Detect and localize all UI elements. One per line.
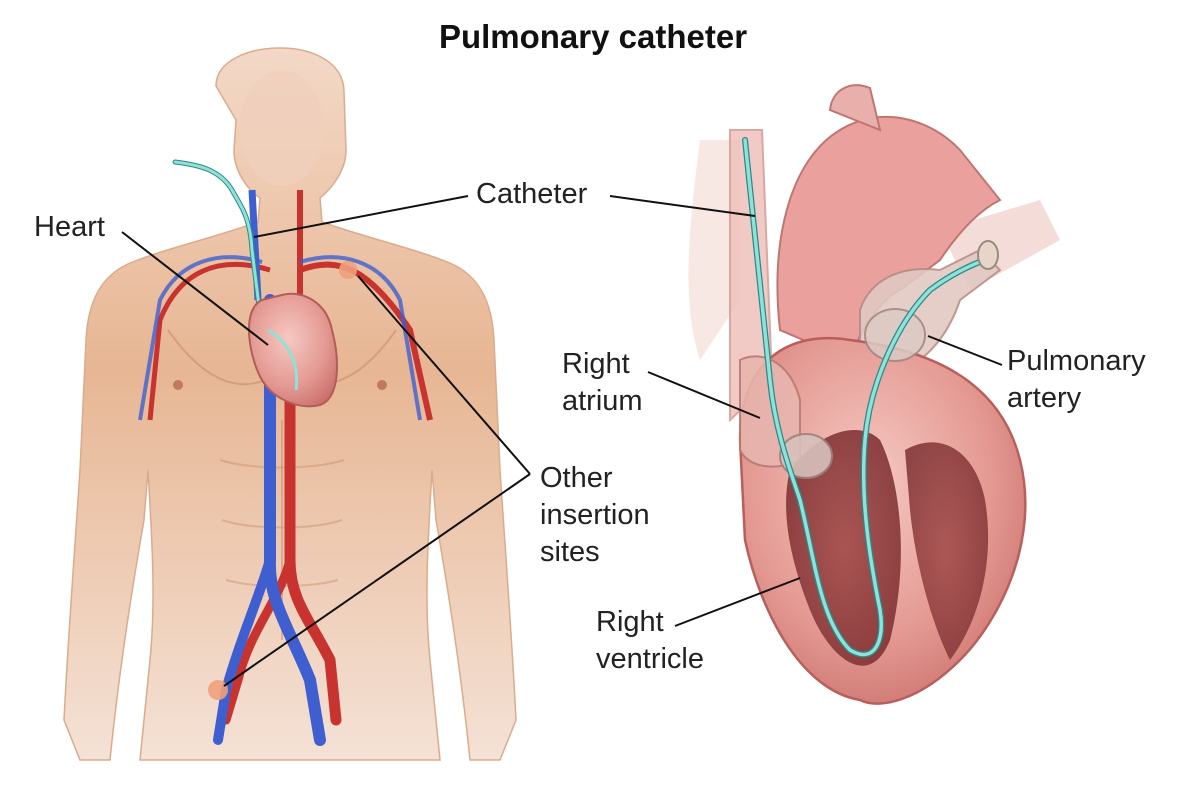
label-pulmonary-artery-line2: artery — [1007, 382, 1082, 414]
right-ventricle — [786, 430, 901, 666]
label-other-sites-line3: sites — [540, 536, 600, 568]
leader-pulmonary-artery — [927, 335, 1003, 366]
leader-right-ventricle — [674, 577, 801, 627]
leader-catheter-left — [253, 195, 469, 238]
leader-lines — [121, 195, 1003, 687]
label-right-atrium-line1: Right — [562, 348, 630, 380]
tricuspid-valve — [779, 433, 833, 479]
leader-other-sites-lower — [223, 473, 531, 687]
label-right-ventricle-line2: ventricle — [596, 643, 704, 675]
right-atrium — [739, 355, 801, 468]
diagram-title: Pulmonary catheter — [438, 18, 748, 55]
label-other-insertion-sites: Other insertion sites — [540, 460, 650, 571]
insertion-site-femoral — [208, 680, 228, 700]
label-pulmonary-artery-line1: Pulmonary — [1007, 345, 1146, 377]
left-iliac-artery — [221, 555, 295, 725]
label-right-atrium-line2: atrium — [562, 385, 643, 417]
label-pulmonary-artery: Pulmonary artery — [1007, 343, 1146, 417]
label-heart: Heart — [34, 211, 105, 243]
label-other-sites-line1: Other — [540, 462, 613, 494]
heart-cross-section — [688, 84, 1060, 705]
leader-catheter-right — [609, 195, 756, 217]
label-right-ventricle-line1: Right — [596, 606, 664, 638]
face — [240, 70, 324, 186]
leader-other-sites-upper — [357, 275, 531, 475]
label-right-atrium: Right atrium — [562, 346, 643, 420]
torso-heart — [248, 292, 338, 408]
leader-heart — [121, 231, 269, 346]
label-other-sites-line2: insertion — [540, 499, 650, 531]
label-catheter: Catheter — [476, 178, 588, 210]
left-nipple — [173, 380, 183, 390]
left-ventricle — [905, 442, 989, 660]
catheter-tip — [977, 240, 999, 270]
leader-right-atrium — [647, 371, 761, 419]
right-nipple — [377, 380, 387, 390]
insertion-site-subclavian — [339, 261, 357, 279]
label-right-ventricle: Right ventricle — [596, 604, 704, 678]
